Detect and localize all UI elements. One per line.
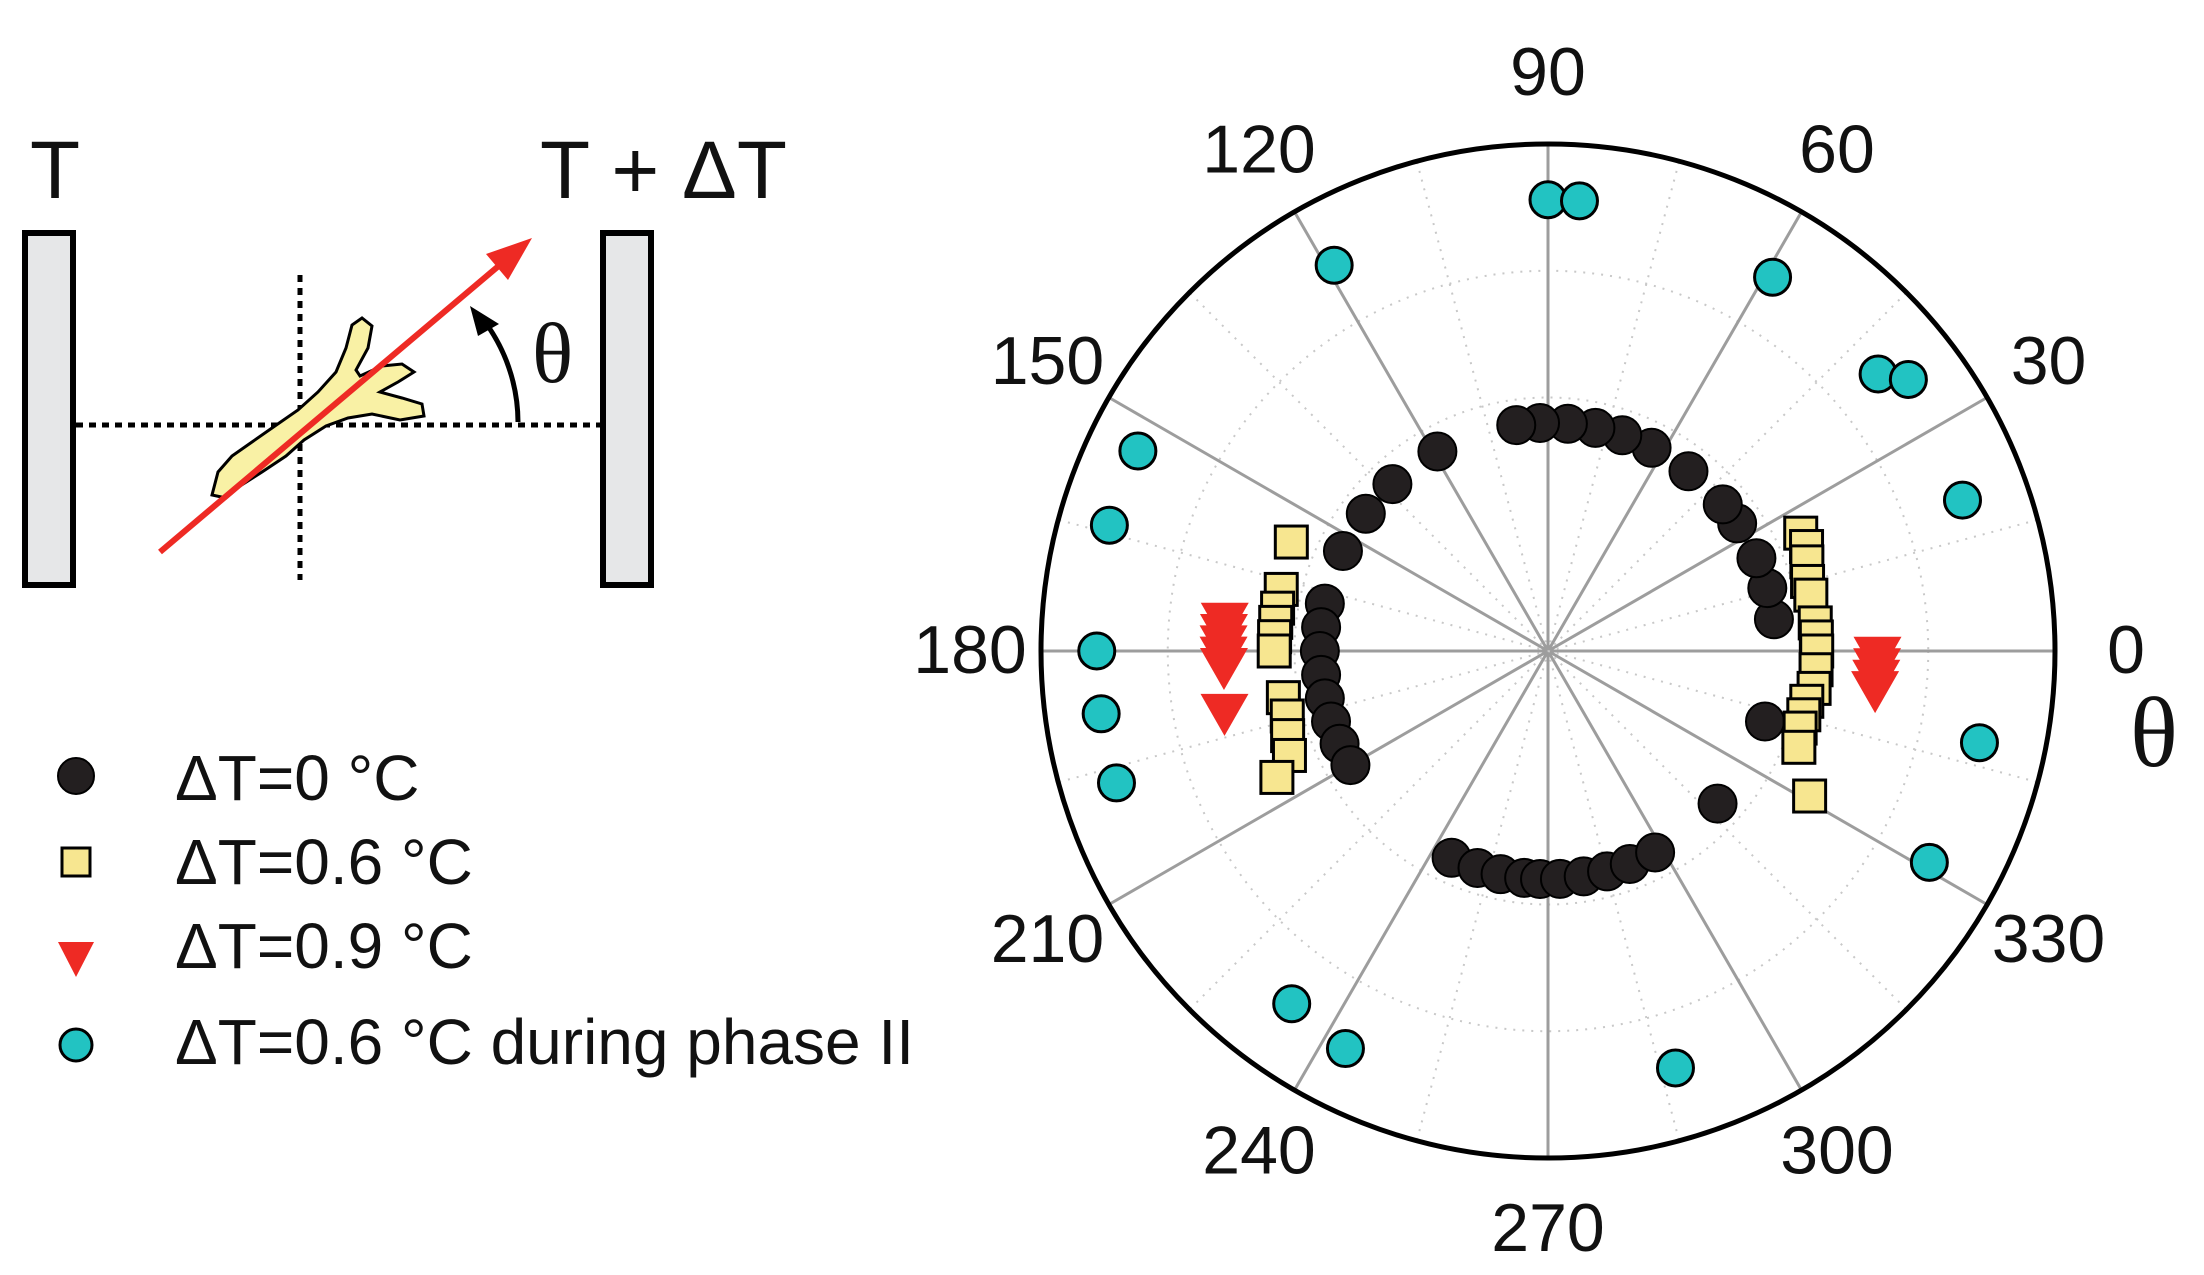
right-wall-label: T + ΔT [540, 125, 787, 216]
data-point-dt0 [1330, 745, 1371, 786]
data-point-dt0 [1668, 451, 1709, 492]
heading-arrow-line [158, 255, 510, 555]
legend-item-dt06: ΔT=0.6 °C [60, 826, 473, 898]
data-point-dt06 [1792, 778, 1828, 814]
data-point-dt0 [1372, 464, 1413, 505]
angular-spoke-major [1108, 649, 1549, 906]
angle-tick-label: 30 [2011, 323, 2087, 399]
data-point-dt0 [1322, 530, 1363, 571]
angular-spoke-minor [1547, 161, 1681, 652]
data-point-dt06-phase2 [1272, 984, 1312, 1024]
angle-tick-label: 0 [2107, 612, 2145, 688]
data-point-dt06 [1781, 729, 1817, 765]
data-point-dt06-phase2 [1118, 431, 1158, 471]
angular-spoke-minor [1415, 161, 1549, 652]
legend-label: ΔT=0.6 °C during phase II [175, 1006, 914, 1078]
data-point-dt0 [1635, 832, 1676, 873]
right-wall [600, 230, 654, 588]
angular-spokes [1041, 144, 2055, 1158]
left-wall-label: T [30, 125, 80, 216]
angle-tick-label: 90 [1510, 34, 1586, 110]
angular-spoke-minor [1188, 650, 1549, 1011]
angular-spoke-major [1108, 396, 1549, 653]
legend-marker-circle-cyan [58, 1027, 94, 1063]
angle-tick-label: 150 [991, 323, 1104, 399]
data-point-dt0 [1496, 405, 1537, 446]
data-point-dt06-phase2 [1959, 723, 1999, 763]
data-point-dt06-phase2 [1909, 842, 1949, 882]
data-point-dt0 [1702, 484, 1743, 525]
angle-arc [480, 316, 521, 423]
legend-label: ΔT=0.9 °C [175, 910, 473, 982]
data-point-dt06-phase2 [1753, 257, 1793, 297]
data-markers [1077, 180, 1999, 1088]
polar-chart: 0 30 60 90 120 150 180 210 240 270 300 330 θ [913, 34, 2178, 1266]
data-point-dt06 [1259, 759, 1295, 795]
legend-item-dt06-phase2: ΔT=0.6 °C during phase II [58, 1006, 914, 1078]
data-point-dt0 [1736, 538, 1777, 579]
polar-outer-ring [1038, 141, 2058, 1161]
angle-tick-labels: 0 30 60 90 120 150 180 210 240 270 300 330 [913, 34, 2145, 1266]
angular-spoke-minor [1547, 291, 1908, 652]
data-point-dt06 [1256, 633, 1292, 669]
worm-body [210, 316, 426, 500]
angular-spoke-minor [1188, 291, 1549, 652]
data-point-dt09 [1851, 671, 1900, 714]
angular-spoke-minor [1415, 650, 1549, 1141]
data-point-dt06-phase2 [1314, 245, 1354, 285]
angular-spoke-major [1293, 211, 1550, 652]
data-point-dt06-phase2 [1096, 763, 1136, 803]
data-point-dt0 [1744, 701, 1785, 742]
angular-spoke-minor [1547, 650, 1681, 1141]
data-point-dt06-phase2 [1559, 181, 1599, 221]
heading-arrow-head [486, 238, 532, 280]
thermotaxis-diagram: T T + ΔT θ [22, 125, 787, 588]
angular-spoke-major [1546, 650, 1803, 1091]
data-point-dt06-phase2 [1077, 631, 1117, 671]
legend-marker-circle-black [57, 757, 95, 795]
data-point-dt06-phase2 [1655, 1048, 1695, 1088]
angle-tick-label: 210 [991, 901, 1104, 977]
legend: ΔT=0 °C ΔT=0.6 °C ΔT=0.9 °C ΔT=0.6 °C du… [57, 742, 914, 1078]
legend-item-dt0: ΔT=0 °C [57, 742, 419, 814]
legend-label: ΔT=0.6 °C [175, 826, 473, 898]
data-point-dt09 [1200, 693, 1249, 736]
angle-label: θ [532, 305, 573, 401]
angular-spoke-minor [1058, 518, 1549, 652]
angular-spoke-minor [1547, 650, 1908, 1011]
legend-item-dt09: ΔT=0.9 °C [58, 910, 473, 982]
data-point-dt06 [1273, 524, 1309, 560]
angle-tick-label: 240 [1202, 1113, 1315, 1189]
data-point-dt06-phase2 [1942, 480, 1982, 520]
angular-spoke-major [1547, 396, 1988, 653]
data-point-dt06-phase2 [1888, 359, 1928, 399]
angular-spoke-major [1293, 650, 1550, 1091]
data-point-dt0 [1697, 783, 1738, 824]
legend-label: ΔT=0 °C [175, 742, 419, 814]
left-wall [22, 230, 76, 588]
data-point-dt06-phase2 [1089, 505, 1129, 545]
legend-marker-triangle-red [58, 942, 94, 977]
angle-tick-label: 120 [1202, 111, 1315, 187]
data-point-dt06-phase2 [1081, 694, 1121, 734]
angular-axis-label: θ [2130, 677, 2178, 788]
data-point-dt0 [1417, 431, 1458, 472]
angle-tick-label: 60 [1799, 111, 1875, 187]
legend-marker-square-yellow [60, 846, 92, 878]
angle-arc-arrowhead [470, 306, 499, 336]
data-point-dt06-phase2 [1325, 1029, 1365, 1069]
angle-tick-label: 270 [1491, 1190, 1604, 1266]
angle-tick-label: 330 [1992, 901, 2105, 977]
data-point-dt0 [1345, 493, 1386, 534]
data-point-dt09 [1199, 647, 1248, 690]
angle-tick-label: 180 [913, 612, 1026, 688]
angle-tick-label: 300 [1780, 1113, 1893, 1189]
